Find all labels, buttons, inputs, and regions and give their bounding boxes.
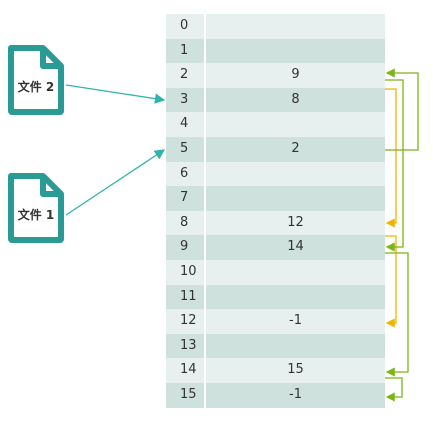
block-row-6: 6 (166, 161, 385, 187)
block-value: -1 (289, 386, 302, 402)
file-2-icon: 文件 2 (6, 43, 66, 117)
chain-arrow-9-to-14 (385, 252, 409, 377)
block-index: 6 (166, 161, 206, 187)
block-index: 12 (166, 309, 206, 334)
block-value: -1 (289, 313, 302, 329)
block-row-10: 10 (166, 259, 385, 285)
block-index: 11 (166, 284, 206, 310)
block-index: 8 (166, 210, 206, 236)
chain-arrow-2-to-9 (385, 79, 404, 252)
block-row-15: 15 -1 (166, 382, 385, 408)
block-value: 2 (291, 140, 300, 156)
block-index: 2 (166, 63, 206, 88)
file-2-pointer-arrow (65, 84, 166, 104)
block-row-8: 8 12 (166, 210, 385, 236)
block-row-13: 13 (166, 333, 385, 359)
block-index: 9 (166, 235, 206, 260)
block-index: 0 (166, 14, 206, 39)
block-value: 8 (291, 91, 300, 107)
block-index: 13 (166, 333, 206, 359)
chain-arrow-3-to-8 (385, 88, 397, 228)
block-index: 1 (166, 38, 206, 64)
block-value: 12 (287, 214, 304, 230)
block-row-12: 12 -1 (166, 309, 385, 334)
block-row-0: 0 (166, 14, 385, 39)
chain-arrow-14-to-15 (385, 377, 403, 402)
block-index: 15 (166, 382, 206, 408)
file-1-pointer-arrow (65, 149, 166, 216)
block-index: 14 (166, 358, 206, 383)
block-row-14: 14 15 (166, 358, 385, 383)
file-1-icon: 文件 1 (6, 171, 66, 245)
block-row-4: 4 (166, 112, 385, 137)
file-1-label: 文件 1 (17, 208, 55, 222)
block-index: 7 (166, 186, 206, 211)
block-value: 9 (291, 67, 300, 83)
block-value: 15 (287, 362, 304, 378)
block-index: 10 (166, 259, 206, 285)
file-2-label: 文件 2 (17, 80, 55, 94)
block-row-11: 11 (166, 284, 385, 310)
block-index: 5 (166, 136, 206, 162)
chain-arrow-8-to-12 (385, 235, 397, 328)
block-index: 3 (166, 87, 206, 113)
block-row-1: 1 (166, 38, 385, 64)
block-value: 14 (287, 239, 304, 255)
block-index: 4 (166, 112, 206, 137)
chain-arrow-5-to-2 (385, 68, 419, 151)
block-row-9: 9 14 (166, 235, 385, 260)
block-row-7: 7 (166, 186, 385, 211)
